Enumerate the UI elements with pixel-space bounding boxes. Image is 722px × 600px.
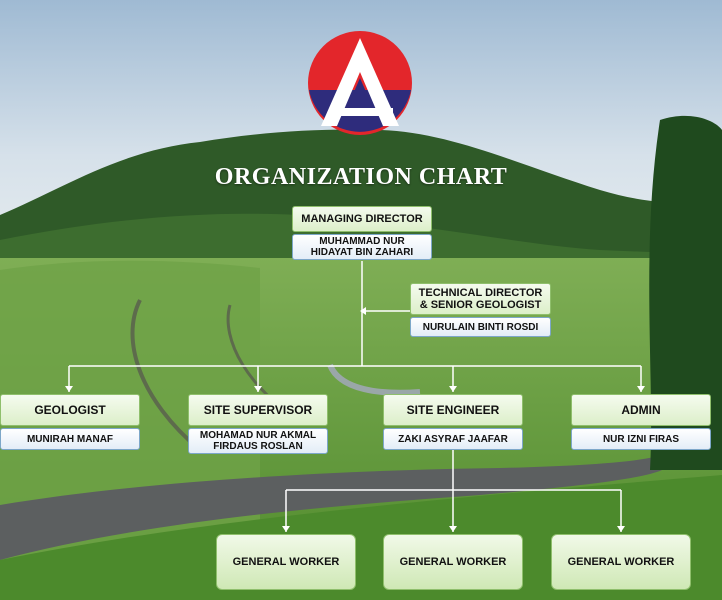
- geologist-role: GEOLOGIST: [0, 394, 140, 426]
- managing-director-role: MANAGING DIRECTOR: [292, 206, 432, 232]
- general-worker-node-1: GENERAL WORKER: [216, 534, 356, 590]
- site-supervisor-name: MOHAMAD NUR AKMAL FIRDAUS ROSLAN: [188, 428, 328, 454]
- admin-name: NUR IZNI FIRAS: [571, 428, 711, 450]
- admin-role: ADMIN: [571, 394, 711, 426]
- general-worker-node-2: GENERAL WORKER: [383, 534, 523, 590]
- site-engineer-node: SITE ENGINEER ZAKI ASYRAF JAAFAR: [383, 394, 523, 450]
- general-worker-node-3: GENERAL WORKER: [551, 534, 691, 590]
- company-logo: [308, 31, 412, 135]
- chart-title: ORGANIZATION CHART: [214, 164, 508, 190]
- geologist-node: GEOLOGIST MUNIRAH MANAF: [0, 394, 140, 450]
- managing-director-node: MANAGING DIRECTOR MUHAMMAD NUR HIDAYAT B…: [292, 206, 432, 260]
- geologist-name: MUNIRAH MANAF: [0, 428, 140, 450]
- site-engineer-name: ZAKI ASYRAF JAAFAR: [383, 428, 523, 450]
- site-engineer-role: SITE ENGINEER: [383, 394, 523, 426]
- logo-inner-triangle: [347, 78, 373, 108]
- technical-director-node: TECHNICAL DIRECTOR & SENIOR GEOLOGIST NU…: [410, 283, 551, 337]
- site-supervisor-role: SITE SUPERVISOR: [188, 394, 328, 426]
- technical-director-role: TECHNICAL DIRECTOR & SENIOR GEOLOGIST: [410, 283, 551, 315]
- technical-director-name: NURULAIN BINTI ROSDI: [410, 317, 551, 337]
- site-supervisor-node: SITE SUPERVISOR MOHAMAD NUR AKMAL FIRDAU…: [188, 394, 328, 454]
- logo-crossbar: [329, 108, 393, 116]
- admin-node: ADMIN NUR IZNI FIRAS: [571, 394, 711, 450]
- managing-director-name: MUHAMMAD NUR HIDAYAT BIN ZAHARI: [292, 234, 432, 260]
- logo-letter-a: [321, 38, 399, 126]
